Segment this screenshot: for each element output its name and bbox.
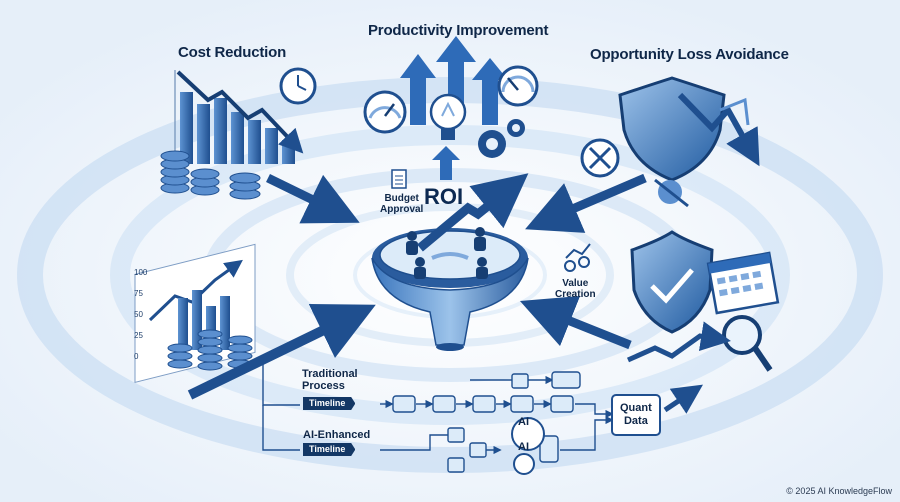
clock-icon: [279, 67, 317, 105]
opportunity-spark: [719, 97, 750, 126]
tick-label: 0: [134, 352, 139, 361]
ai-gear-icon: [513, 453, 535, 475]
quant-data-label: Quant Data: [620, 402, 652, 428]
left-line-chart: [134, 243, 256, 383]
traditional-line-1: Traditional: [302, 368, 358, 380]
opportunity-shield-icon: [618, 76, 726, 182]
process-flow: [262, 360, 614, 455]
cost-arrow: [266, 173, 360, 224]
chart-ticks: 100 75 50 25 0: [134, 262, 147, 367]
ai-timeline-pill: Timeline: [303, 443, 356, 456]
ai-node-label-1: AI: [518, 416, 529, 428]
left-arrow: [187, 303, 376, 400]
check-shield-icon: [630, 230, 714, 334]
value-line-1: Value: [562, 278, 589, 289]
speedometer-icon: [497, 65, 539, 107]
productivity-heading: Productivity Improvement: [368, 22, 549, 39]
ai-node-ring: [511, 417, 545, 451]
tick-label: 25: [134, 331, 143, 340]
value-creation-label: Value Creation: [555, 278, 596, 300]
opportunity-heading: Opportunity Loss Avoidance: [590, 46, 789, 63]
coin-stacks-icon: [160, 150, 261, 200]
gears-icon: [478, 119, 525, 158]
x-circle-icon: [580, 138, 620, 178]
tick-label: 100: [134, 268, 148, 277]
lightbulb-icon: [429, 93, 467, 140]
gauge-icon: [363, 90, 407, 134]
opportunity-arrow: [525, 173, 647, 233]
copyright: © 2025 AI KnowledgeFlow: [786, 486, 892, 496]
cost-bar-chart: [174, 70, 304, 178]
ai-enhanced-label: AI-Enhanced: [303, 429, 371, 441]
quant-line-1: Quant: [620, 402, 652, 414]
left-coin-stacks-icon: [167, 329, 253, 371]
cost-reduction-heading: Cost Reduction: [178, 44, 287, 61]
calendar-icon: [706, 251, 780, 315]
roi-arrow: [417, 173, 529, 252]
value-line-2: Creation: [555, 289, 596, 300]
right-trend: [626, 321, 731, 363]
quant-arrow: [663, 384, 703, 414]
productivity-arrows: [400, 36, 508, 180]
opportunity-trend: [677, 92, 760, 167]
traditional-line-2: Process: [302, 380, 345, 392]
tick-label: 75: [134, 289, 143, 298]
value-creation-icon: [564, 243, 591, 272]
process-nodes: [392, 371, 661, 473]
traditional-process-label: Traditional Process: [302, 368, 358, 392]
traditional-timeline-pill: Timeline: [303, 397, 356, 410]
budget-approval-label: Budget Approval: [380, 193, 423, 215]
roi-funnel: [371, 227, 529, 351]
budget-line-1: Budget: [384, 193, 419, 204]
roi-label: ROI: [424, 184, 464, 209]
ai-node-label-2: AI: [518, 441, 529, 453]
budget-line-2: Approval: [380, 204, 424, 215]
tick-label: 50: [134, 310, 143, 319]
quant-line-2: Data: [623, 415, 648, 427]
broken-gear-icon: [654, 178, 689, 208]
right-arrow: [519, 295, 632, 350]
document-icon: [391, 169, 407, 189]
